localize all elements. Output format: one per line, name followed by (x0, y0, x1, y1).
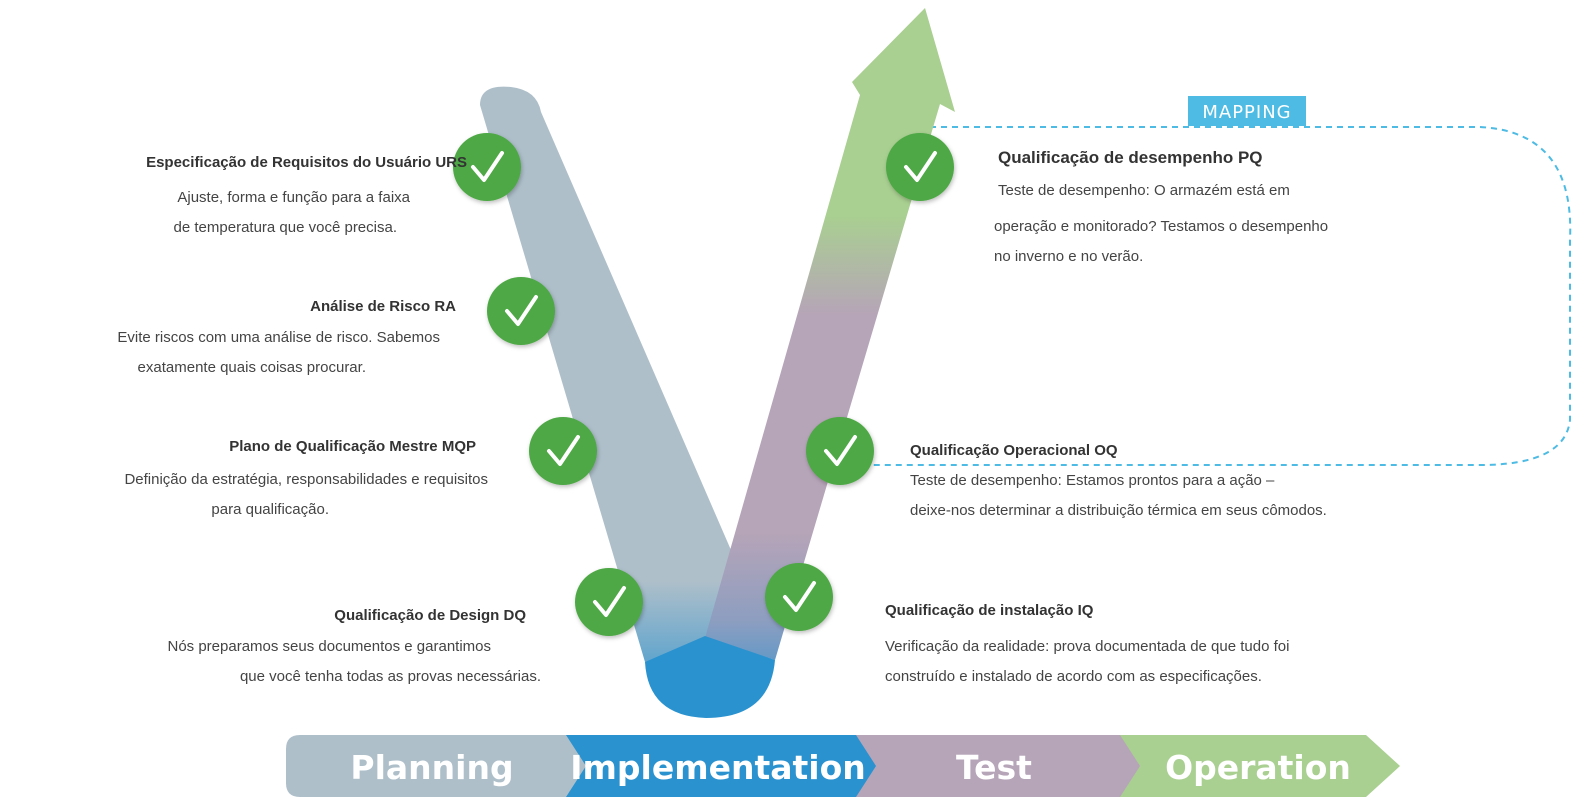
phase-implementation (560, 735, 876, 797)
step-pq: Qualificação de desempenho PQ (998, 148, 1478, 168)
mapping-label: MAPPING (1202, 102, 1291, 123)
check-icon (886, 133, 954, 201)
step-desc: construído e instalado de acordo com as … (885, 668, 1262, 685)
step-iq-desc: Verificação da realidade: prova document… (885, 632, 1445, 662)
step-title: Qualificação Operacional OQ (910, 442, 1118, 459)
phase-label: Planning (350, 748, 513, 787)
step-ra: Análise de Risco RA (36, 298, 456, 315)
phase-planning (286, 735, 586, 797)
phase-label: Test (956, 748, 1032, 787)
v-bottom (645, 636, 775, 718)
step-dq-desc-2: que você tenha todas as provas necessári… (0, 662, 541, 692)
mapping-bracket (805, 126, 1572, 466)
step-urs-desc-2: de temperatura que você precisa. (0, 213, 397, 243)
step-desc: de temperatura que você precisa. (173, 219, 397, 236)
step-ra-desc: Evite riscos com uma análise de risco. S… (0, 323, 440, 353)
step-oq: Qualificação Operacional OQ (910, 442, 1470, 459)
step-iq-desc-2: construído e instalado de acordo com as … (885, 662, 1445, 692)
step-urs-desc: Ajuste, forma e função para a faixa (0, 183, 410, 213)
mapping-badge (1188, 96, 1306, 126)
phase-label: Operation (1165, 748, 1351, 787)
step-pq-desc: Teste de desempenho: O armazém está em (998, 176, 1478, 206)
step-desc: Verificação da realidade: prova document… (885, 638, 1290, 655)
step-pq-desc-2: operação e monitorado? Testamos o desemp… (994, 212, 1474, 242)
phase-label: Implementation (570, 748, 866, 787)
step-title: Qualificação de Design DQ (334, 607, 526, 624)
check-icon (575, 568, 643, 636)
step-desc: operação e monitorado? Testamos o desemp… (994, 218, 1329, 235)
step-desc: que você tenha todas as provas necessári… (239, 668, 541, 685)
check-icon (806, 417, 874, 485)
step-title: Análise de Risco RA (310, 298, 456, 315)
step-dq-desc: Nós preparamos seus documentos e garanti… (0, 632, 492, 662)
step-desc: Nós preparamos seus documentos e garanti… (167, 638, 492, 655)
step-desc: Evite riscos com uma análise de risco. S… (117, 329, 440, 346)
step-title: Qualificação de desempenho PQ (998, 148, 1263, 167)
step-desc: exatamente quais coisas procurar. (137, 359, 366, 376)
phase-operation (1110, 735, 1400, 797)
step-desc: no inverno e no verão. (994, 248, 1144, 265)
step-desc: deixe-nos determinar a distribuição térm… (910, 502, 1327, 519)
step-iq: Qualificação de instalação IQ (885, 602, 1445, 619)
step-oq-desc-2: deixe-nos determinar a distribuição térm… (910, 496, 1470, 526)
step-urs: Especificação de Requisitos do Usuário U… (0, 154, 467, 171)
step-dq: Qualificação de Design DQ (66, 607, 526, 624)
check-icon (487, 277, 555, 345)
check-icon (453, 133, 521, 201)
v-right-arm (705, 8, 955, 660)
step-ra-desc-2: exatamente quais coisas procurar. (0, 353, 366, 383)
step-desc: Teste de desempenho: Estamos prontos par… (910, 472, 1275, 489)
step-title: Especificação de Requisitos do Usuário U… (146, 154, 467, 171)
check-icon (529, 417, 597, 485)
v-left-arm (480, 86, 770, 662)
step-desc: Definição da estratégia, responsabilidad… (124, 471, 488, 488)
step-mqp: Plano de Qualificação Mestre MQP (16, 438, 476, 455)
step-mqp-desc-2: para qualificação. (0, 495, 329, 525)
step-desc: Ajuste, forma e função para a faixa (177, 189, 410, 206)
check-icon (765, 563, 833, 631)
step-desc: Teste de desempenho: O armazém está em (998, 182, 1290, 199)
step-mqp-desc: Definição da estratégia, responsabilidad… (0, 465, 488, 495)
phase-test (848, 735, 1140, 797)
step-oq-desc: Teste de desempenho: Estamos prontos par… (910, 466, 1470, 496)
step-title: Qualificação de instalação IQ (885, 602, 1094, 619)
step-title: Plano de Qualificação Mestre MQP (229, 438, 476, 455)
step-desc: para qualificação. (211, 501, 329, 518)
step-pq-desc-3: no inverno e no verão. (994, 242, 1474, 272)
